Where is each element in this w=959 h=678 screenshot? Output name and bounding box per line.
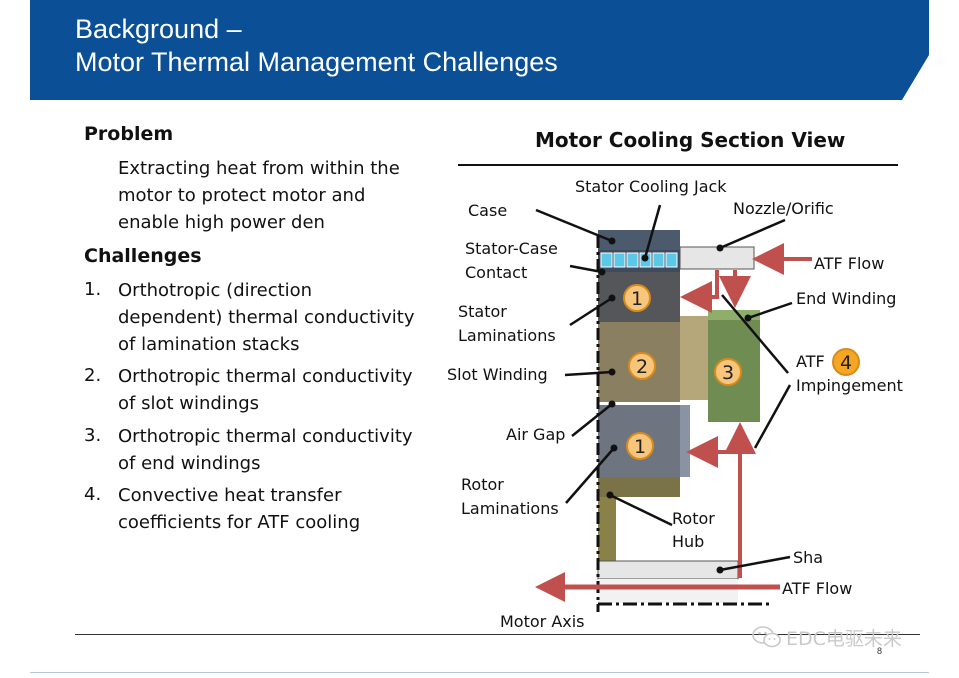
nozzle-block xyxy=(679,246,755,270)
header: Background – Motor Thermal Management Ch… xyxy=(0,0,959,100)
winding-extension xyxy=(680,316,708,400)
challenge-line: of end windings xyxy=(118,453,261,474)
label-stator-laminations: Laminations xyxy=(458,326,556,345)
leader-lines xyxy=(535,204,793,572)
problem-line: motor to protect motor and xyxy=(118,185,366,206)
challenge-line: Orthotropic thermal conductivity xyxy=(118,366,413,387)
bottom-line xyxy=(30,672,929,673)
page-title-line1: Background – xyxy=(75,14,242,44)
label-rotor-laminations: Rotor xyxy=(461,475,504,494)
page-number: 8 xyxy=(877,646,883,656)
label-stator-case-contact: Contact xyxy=(465,263,528,282)
diagram-title: Motor Cooling Section View xyxy=(535,128,846,152)
challenge-line: Convective heat transfer xyxy=(118,485,342,506)
rotor-hub-block xyxy=(598,477,680,497)
coolant-channel xyxy=(626,252,639,268)
page-title-line2: Motor Thermal Management Challenges xyxy=(75,47,558,77)
label-air-gap: Air Gap xyxy=(506,425,566,444)
label-rotor-laminations: Laminations xyxy=(461,499,559,518)
atf-flow-arrow-left xyxy=(680,270,719,313)
challenge-line: Orthotropic thermal conductivity xyxy=(118,426,413,447)
watermark-text: EDC电驱未来 xyxy=(786,628,902,650)
svg-text:4: 4 xyxy=(840,352,852,374)
label-stator-cooling-jack: Stator Cooling Jack xyxy=(575,177,727,196)
challenge-number: 2. xyxy=(84,365,102,386)
label-shaft: Sha xyxy=(793,548,824,567)
label-case: Case xyxy=(468,201,508,220)
badge: 1 xyxy=(626,432,654,460)
badge: 4 xyxy=(832,348,860,376)
problem-line: enable high power den xyxy=(118,212,325,233)
label-motor-axis: Motor Axis xyxy=(500,612,585,631)
challenge-number: 1. xyxy=(84,279,102,300)
label-rotor-hub: Hub xyxy=(672,532,705,551)
label-atf-impingement: ATF xyxy=(796,352,825,371)
coolant-channel xyxy=(665,252,678,268)
problem-heading: Problem xyxy=(84,123,174,145)
label-stator-laminations: Stator xyxy=(458,302,507,321)
label-rotor-hub: Rotor xyxy=(672,509,715,528)
badge: 1 xyxy=(623,284,651,312)
label-slot-winding: Slot Winding xyxy=(447,365,548,384)
challenge-line: coefficients for ATF cooling xyxy=(118,512,361,533)
svg-text:3: 3 xyxy=(722,362,734,384)
coolant-channel xyxy=(613,252,626,268)
badge: 3 xyxy=(714,358,742,386)
challenge-line: of slot windings xyxy=(118,393,260,414)
challenge-number: 3. xyxy=(84,425,102,446)
svg-text:2: 2 xyxy=(636,356,648,378)
footer-line xyxy=(75,634,920,635)
challenge-number: 4. xyxy=(84,484,102,505)
label-atf-flow-top: ATF Flow xyxy=(814,254,885,273)
coolant-channel xyxy=(600,252,613,268)
challenge-line: dependent) thermal conductivity xyxy=(118,307,415,328)
case-block xyxy=(598,230,680,252)
label-stator-case-contact: Stator-Case xyxy=(465,239,558,258)
label-end-winding: End Winding xyxy=(796,289,897,308)
svg-text:1: 1 xyxy=(634,436,646,458)
challenges-heading: Challenges xyxy=(84,245,202,267)
badge: 2 xyxy=(628,352,656,380)
challenge-line: Orthotropic (direction xyxy=(118,280,313,301)
coolant-channel xyxy=(652,252,665,268)
problem-line: Extracting heat from within the xyxy=(118,158,400,179)
challenge-line: of lamination stacks xyxy=(118,334,300,355)
rotor-hub-stem xyxy=(598,497,616,561)
label-atf-flow-bottom: ATF Flow xyxy=(782,579,853,598)
wechat-icon xyxy=(752,626,781,648)
label-nozzle: Nozzle/Orific xyxy=(733,199,834,218)
label-atf-impingement: Impingement xyxy=(796,376,903,395)
svg-text:1: 1 xyxy=(631,288,643,310)
header-band xyxy=(30,0,929,100)
